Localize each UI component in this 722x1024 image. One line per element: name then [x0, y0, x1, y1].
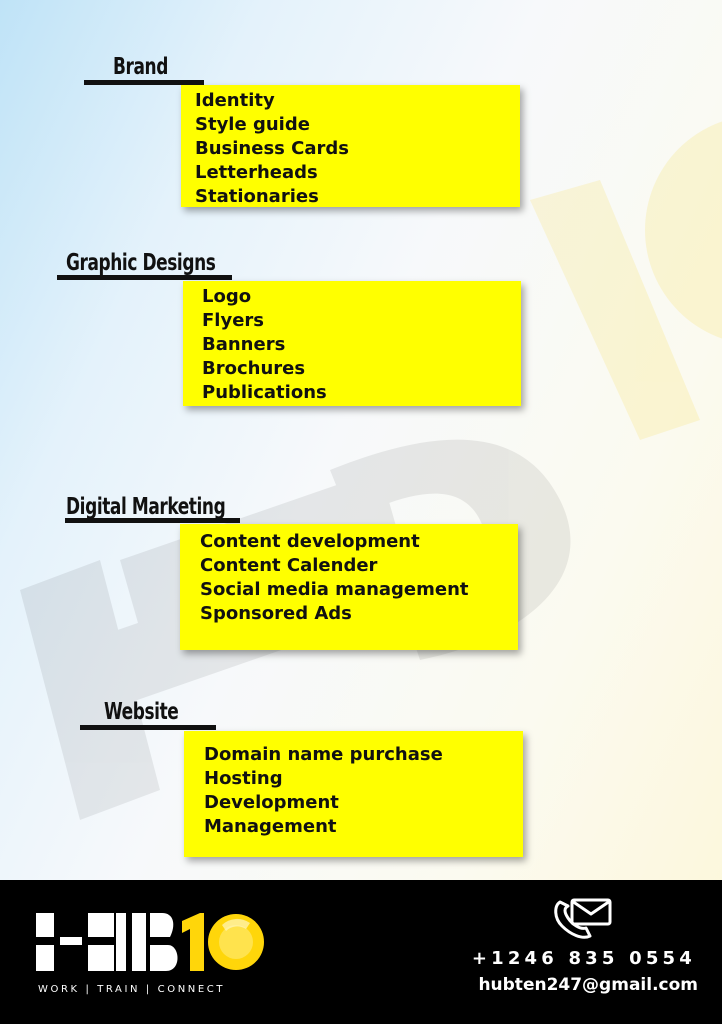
footer: WORK | TRAIN | CONNECT +1246 835 0554 hu…: [0, 880, 722, 1024]
section-underline-digital-marketing: [65, 518, 240, 523]
list-item: Stationaries: [195, 186, 319, 207]
list-item: Identity: [195, 90, 275, 111]
list-item: Logo: [202, 286, 252, 307]
section-underline-graphic-designs: [57, 275, 232, 280]
list-item: Content Calender: [200, 555, 378, 576]
service-card-digital-marketing: Content development Content Calender Soc…: [180, 524, 518, 650]
list-item: Business Cards: [195, 138, 349, 159]
hub10-logo: [36, 913, 264, 971]
list-item: Management: [204, 816, 337, 837]
section-title-digital-marketing: Digital Marketing: [66, 494, 226, 520]
list-item: Hosting: [204, 768, 283, 789]
mail-phone-icon: [554, 898, 612, 939]
service-card-brand: Identity Style guide Business Cards Lett…: [181, 85, 520, 207]
list-item: Flyers: [202, 310, 264, 331]
section-underline-brand: [84, 80, 204, 85]
list-item: Content development: [200, 531, 420, 552]
list-item: Brochures: [202, 358, 306, 379]
list-item: Banners: [202, 334, 286, 355]
list-item: Letterheads: [195, 162, 318, 183]
list-item: Development: [204, 792, 339, 813]
list-item: Style guide: [195, 114, 310, 135]
contact-email: hubten247@gmail.com: [478, 975, 698, 995]
contact-phone: +1246 835 0554: [471, 948, 696, 969]
service-list-graphic-designs: Logo Flyers Banners Brochures Publicatio…: [202, 285, 521, 405]
section-title-graphic-designs: Graphic Designs: [66, 250, 216, 276]
list-item: Sponsored Ads: [200, 603, 352, 624]
list-item: Domain name purchase: [204, 744, 443, 765]
section-underline-website: [80, 725, 216, 730]
logo-tagline: WORK | TRAIN | CONNECT: [38, 984, 226, 995]
service-list-brand: Identity Style guide Business Cards Lett…: [195, 89, 520, 209]
service-card-website: Domain name purchase Hosting Development…: [184, 731, 523, 857]
section-title-website: Website: [104, 699, 179, 725]
service-list-digital-marketing: Content development Content Calender Soc…: [200, 530, 518, 626]
list-item: Social media management: [200, 579, 469, 600]
service-list-website: Domain name purchase Hosting Development…: [204, 743, 523, 839]
service-card-graphic-designs: Logo Flyers Banners Brochures Publicatio…: [183, 281, 521, 406]
list-item: Publications: [202, 382, 327, 403]
section-title-brand: Brand: [113, 54, 168, 80]
